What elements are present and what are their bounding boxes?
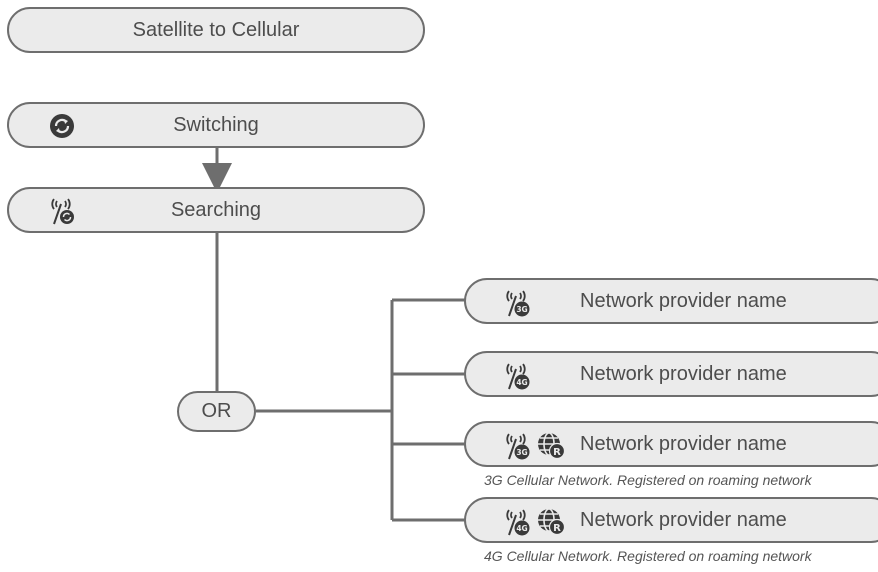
cellular-3g-icon: 3G [502, 431, 534, 466]
svg-text:3G: 3G [516, 305, 527, 314]
provider-caption: 4G Cellular Network. Registered on roami… [484, 548, 812, 564]
provider-name-label: Network provider name [580, 508, 787, 531]
provider-option-3g-roaming: 3G R Network provider name [464, 421, 878, 467]
cellular-4g-icon: 4G [502, 507, 534, 542]
provider-option-4g: 4G Network provider name [464, 351, 878, 397]
svg-text:4G: 4G [516, 524, 527, 533]
provider-name-label: Network provider name [580, 362, 787, 385]
roaming-globe-icon: R [536, 430, 566, 465]
searching-label: Searching [170, 198, 262, 221]
satellite-to-cellular-label: Satellite to Cellular [132, 18, 300, 41]
svg-text:3G: 3G [516, 448, 527, 457]
cellular-searching-icon [47, 196, 79, 231]
roaming-globe-icon: R [536, 506, 566, 541]
switching-label: Switching [173, 113, 259, 136]
cellular-3g-icon: 3G [502, 288, 534, 323]
provider-caption: 3G Cellular Network. Registered on roami… [484, 472, 812, 488]
provider-option-4g-roaming: 4G R Network provider name [464, 497, 878, 543]
svg-text:R: R [553, 447, 561, 458]
satellite-to-cellular-node: Satellite to Cellular [7, 7, 425, 53]
provider-name-label: Network provider name [580, 289, 787, 312]
switching-node: Switching [7, 102, 425, 148]
svg-text:4G: 4G [516, 378, 527, 387]
cellular-4g-icon: 4G [502, 361, 534, 396]
svg-text:R: R [553, 523, 561, 534]
or-label: OR [201, 400, 232, 422]
switching-icon [49, 113, 75, 144]
or-node: OR [177, 391, 256, 432]
provider-option-3g: 3G Network provider name [464, 278, 878, 324]
provider-name-label: Network provider name [580, 432, 787, 455]
searching-node: Searching [7, 187, 425, 233]
